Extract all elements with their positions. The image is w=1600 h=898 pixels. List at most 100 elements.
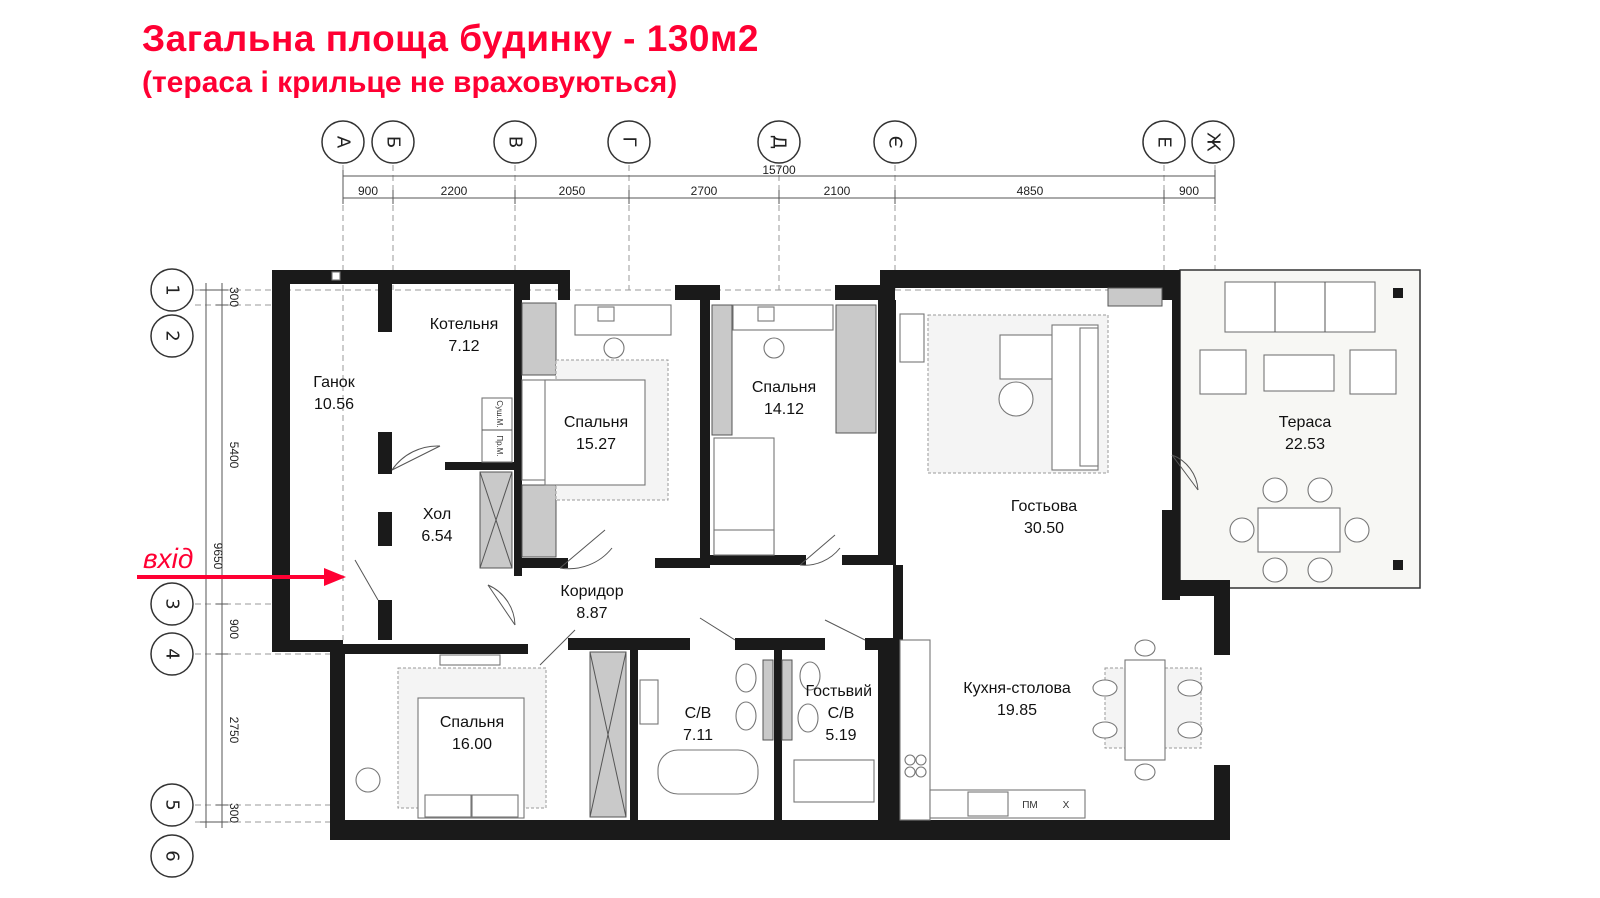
room-label-porch: Ганок 10.56 [313,374,355,413]
svg-text:4: 4 [162,648,183,659]
svg-text:2700: 2700 [691,184,718,198]
axis-markers-top: А Б В Г Д Є Е Ж [321,120,1235,164]
svg-text:7.11: 7.11 [683,727,713,744]
bathroom-fixtures [639,659,774,795]
svg-text:Є: Є [885,136,906,149]
svg-text:3: 3 [162,598,183,609]
room-label-bedroom-3: Спальня 16.00 [440,714,504,753]
svg-text:19.85: 19.85 [997,702,1037,719]
axis-marker-g: Г [607,120,651,164]
dim-total-vertical: 9650 [211,543,225,570]
svg-text:900: 900 [358,184,378,198]
fridge-label: Х [1063,800,1070,811]
bedroom-15-fixtures [521,302,672,558]
dim-total-horizontal: 15700 [762,163,796,177]
axis-marker-ye: Є [873,120,917,164]
svg-text:2: 2 [162,330,183,341]
svg-text:15.27: 15.27 [576,436,616,453]
svg-text:Г: Г [619,137,640,148]
svg-text:Б: Б [383,136,404,148]
guest-bath-name-line-2: С/В [828,705,855,722]
bedroom-14-fixtures [711,304,877,556]
svg-text:Тераса: Тераса [1279,414,1332,431]
axis-marker-d: Д [757,120,801,164]
room-label-terrace: Тераса 22.53 [1279,414,1332,453]
axis-marker-2: 2 [150,314,194,358]
doors [354,445,1199,666]
dryer-label: Суш.М. [495,400,504,427]
page-subtitle: (тераса і крильце не враховуються) [142,66,678,99]
svg-text:Спальня: Спальня [564,414,628,431]
svg-text:5: 5 [162,799,183,810]
svg-text:30.50: 30.50 [1024,520,1064,537]
svg-text:Спальня: Спальня [752,379,816,396]
exterior-walls [272,270,1230,840]
svg-text:С/В: С/В [685,705,712,722]
svg-text:300: 300 [227,287,241,307]
axis-markers-left: 1 2 3 4 5 6 [150,268,194,878]
axis-marker-b: Б [371,120,415,164]
room-label-guest-bathroom: Гостьвий С/В 5.19 [806,683,877,744]
svg-text:Спальня: Спальня [440,714,504,731]
axis-marker-3: 3 [150,582,194,626]
svg-text:10.56: 10.56 [314,396,354,413]
svg-text:Ж: Ж [1203,132,1224,152]
svg-text:5.19: 5.19 [825,727,856,744]
left-dimension-line: 9650 300 5400 900 2750 300 [200,283,241,828]
svg-text:Гостьова: Гостьова [1011,498,1077,515]
svg-text:В: В [505,136,526,148]
svg-text:8.87: 8.87 [576,605,607,622]
svg-text:Хол: Хол [423,506,451,523]
kitchen-fixtures: ПМ Х [899,639,1203,821]
svg-text:Коридор: Коридор [560,583,623,600]
svg-text:7.12: 7.12 [448,338,479,355]
svg-text:5400: 5400 [227,442,241,469]
entry-marker: вхід [137,543,346,586]
svg-text:2200: 2200 [441,184,468,198]
svg-text:А: А [333,136,354,149]
axis-marker-1: 1 [150,268,194,312]
svg-text:2750: 2750 [227,717,241,744]
svg-text:300: 300 [227,803,241,823]
boiler-room-fixtures: Суш.М. Пр.М. [331,271,513,463]
page-title: Загальна площа будинку - 130м2 [142,18,759,59]
interior-walls [338,284,903,825]
axis-marker-v: В [493,120,537,164]
room-label-bedroom-1: Спальня 15.27 [564,414,628,453]
svg-text:16.00: 16.00 [452,736,492,753]
svg-text:Гостьвий С/В: Гостьвий С/В [806,683,877,722]
room-label-kitchen: Кухня-столова 19.85 [963,680,1071,719]
room-label-corridor: Коридор 8.87 [560,583,623,622]
axis-marker-zh: Ж [1191,120,1235,164]
svg-text:2100: 2100 [824,184,851,198]
svg-text:Е: Е [1154,136,1175,147]
dishwasher-label: ПМ [1022,800,1038,811]
svg-text:6: 6 [162,850,183,861]
bedroom-16-fixtures [355,651,627,819]
guest-bath-name-line-1: Гостьвий [806,683,873,700]
room-label-hall: Хол 6.54 [421,506,452,545]
terrace-area [1179,269,1421,589]
svg-text:Кухня-столова: Кухня-столова [963,680,1071,697]
svg-text:900: 900 [227,619,241,639]
svg-text:4850: 4850 [1017,184,1044,198]
svg-text:1: 1 [162,284,183,295]
svg-text:2050: 2050 [559,184,586,198]
axis-marker-4: 4 [150,632,194,676]
hall-wardrobe [479,471,513,569]
svg-text:6.54: 6.54 [421,528,452,545]
svg-text:Ганок: Ганок [313,374,355,391]
svg-text:Д: Д [769,135,790,149]
axis-marker-e: Е [1142,120,1186,164]
entry-label: вхід [143,543,193,574]
washer-label: Пр.М. [495,435,504,456]
room-label-bathroom: С/В 7.11 [683,705,713,744]
svg-text:22.53: 22.53 [1285,436,1325,453]
svg-text:900: 900 [1179,184,1199,198]
living-room-fixtures [899,287,1163,474]
top-dimension-line: 15700 900 2200 2050 2700 2100 4850 900 [342,163,1216,204]
